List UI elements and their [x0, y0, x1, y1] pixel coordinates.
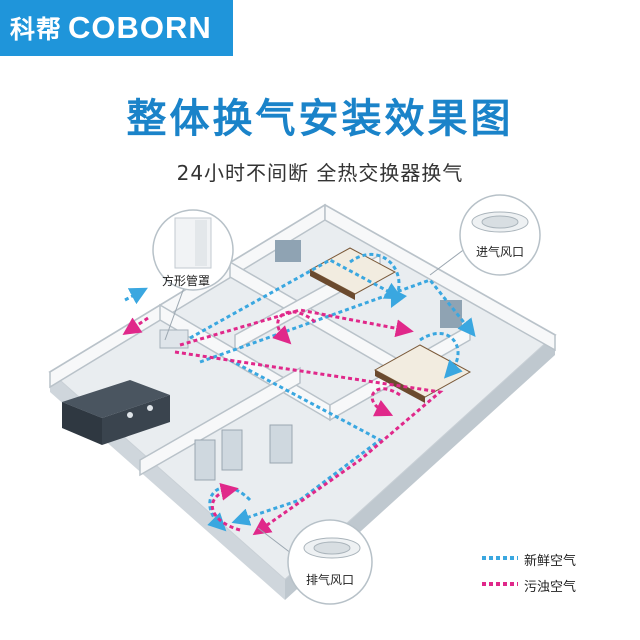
duct-cover-callout	[152, 209, 234, 341]
wardrobe-doors	[194, 424, 293, 481]
exhaust-vent-callout	[257, 519, 373, 605]
brand-name-cn: 科帮	[10, 15, 63, 44]
brand-name-en: COBORN	[68, 10, 212, 45]
supply-vent-label: 进气风口	[476, 245, 525, 259]
heat-exchanger-unit	[62, 380, 170, 445]
legend-fresh-label: 新鲜空气	[524, 554, 577, 569]
page-title: 整体换气安装效果图	[126, 96, 514, 142]
exhaust-vent-label: 排气风口	[306, 573, 355, 587]
supply-vent-callout	[429, 194, 541, 276]
legend-dirty-label: 污浊空气	[524, 580, 577, 595]
fresh-air-ducts	[124, 253, 476, 532]
page-subtitle: 24小时不间断 全热交换器换气	[176, 161, 464, 185]
brand-logo: 科帮 COBORN	[0, 0, 233, 56]
dirty-air-ducts	[122, 308, 444, 536]
duct-cover-label: 方形管罩	[162, 274, 211, 288]
